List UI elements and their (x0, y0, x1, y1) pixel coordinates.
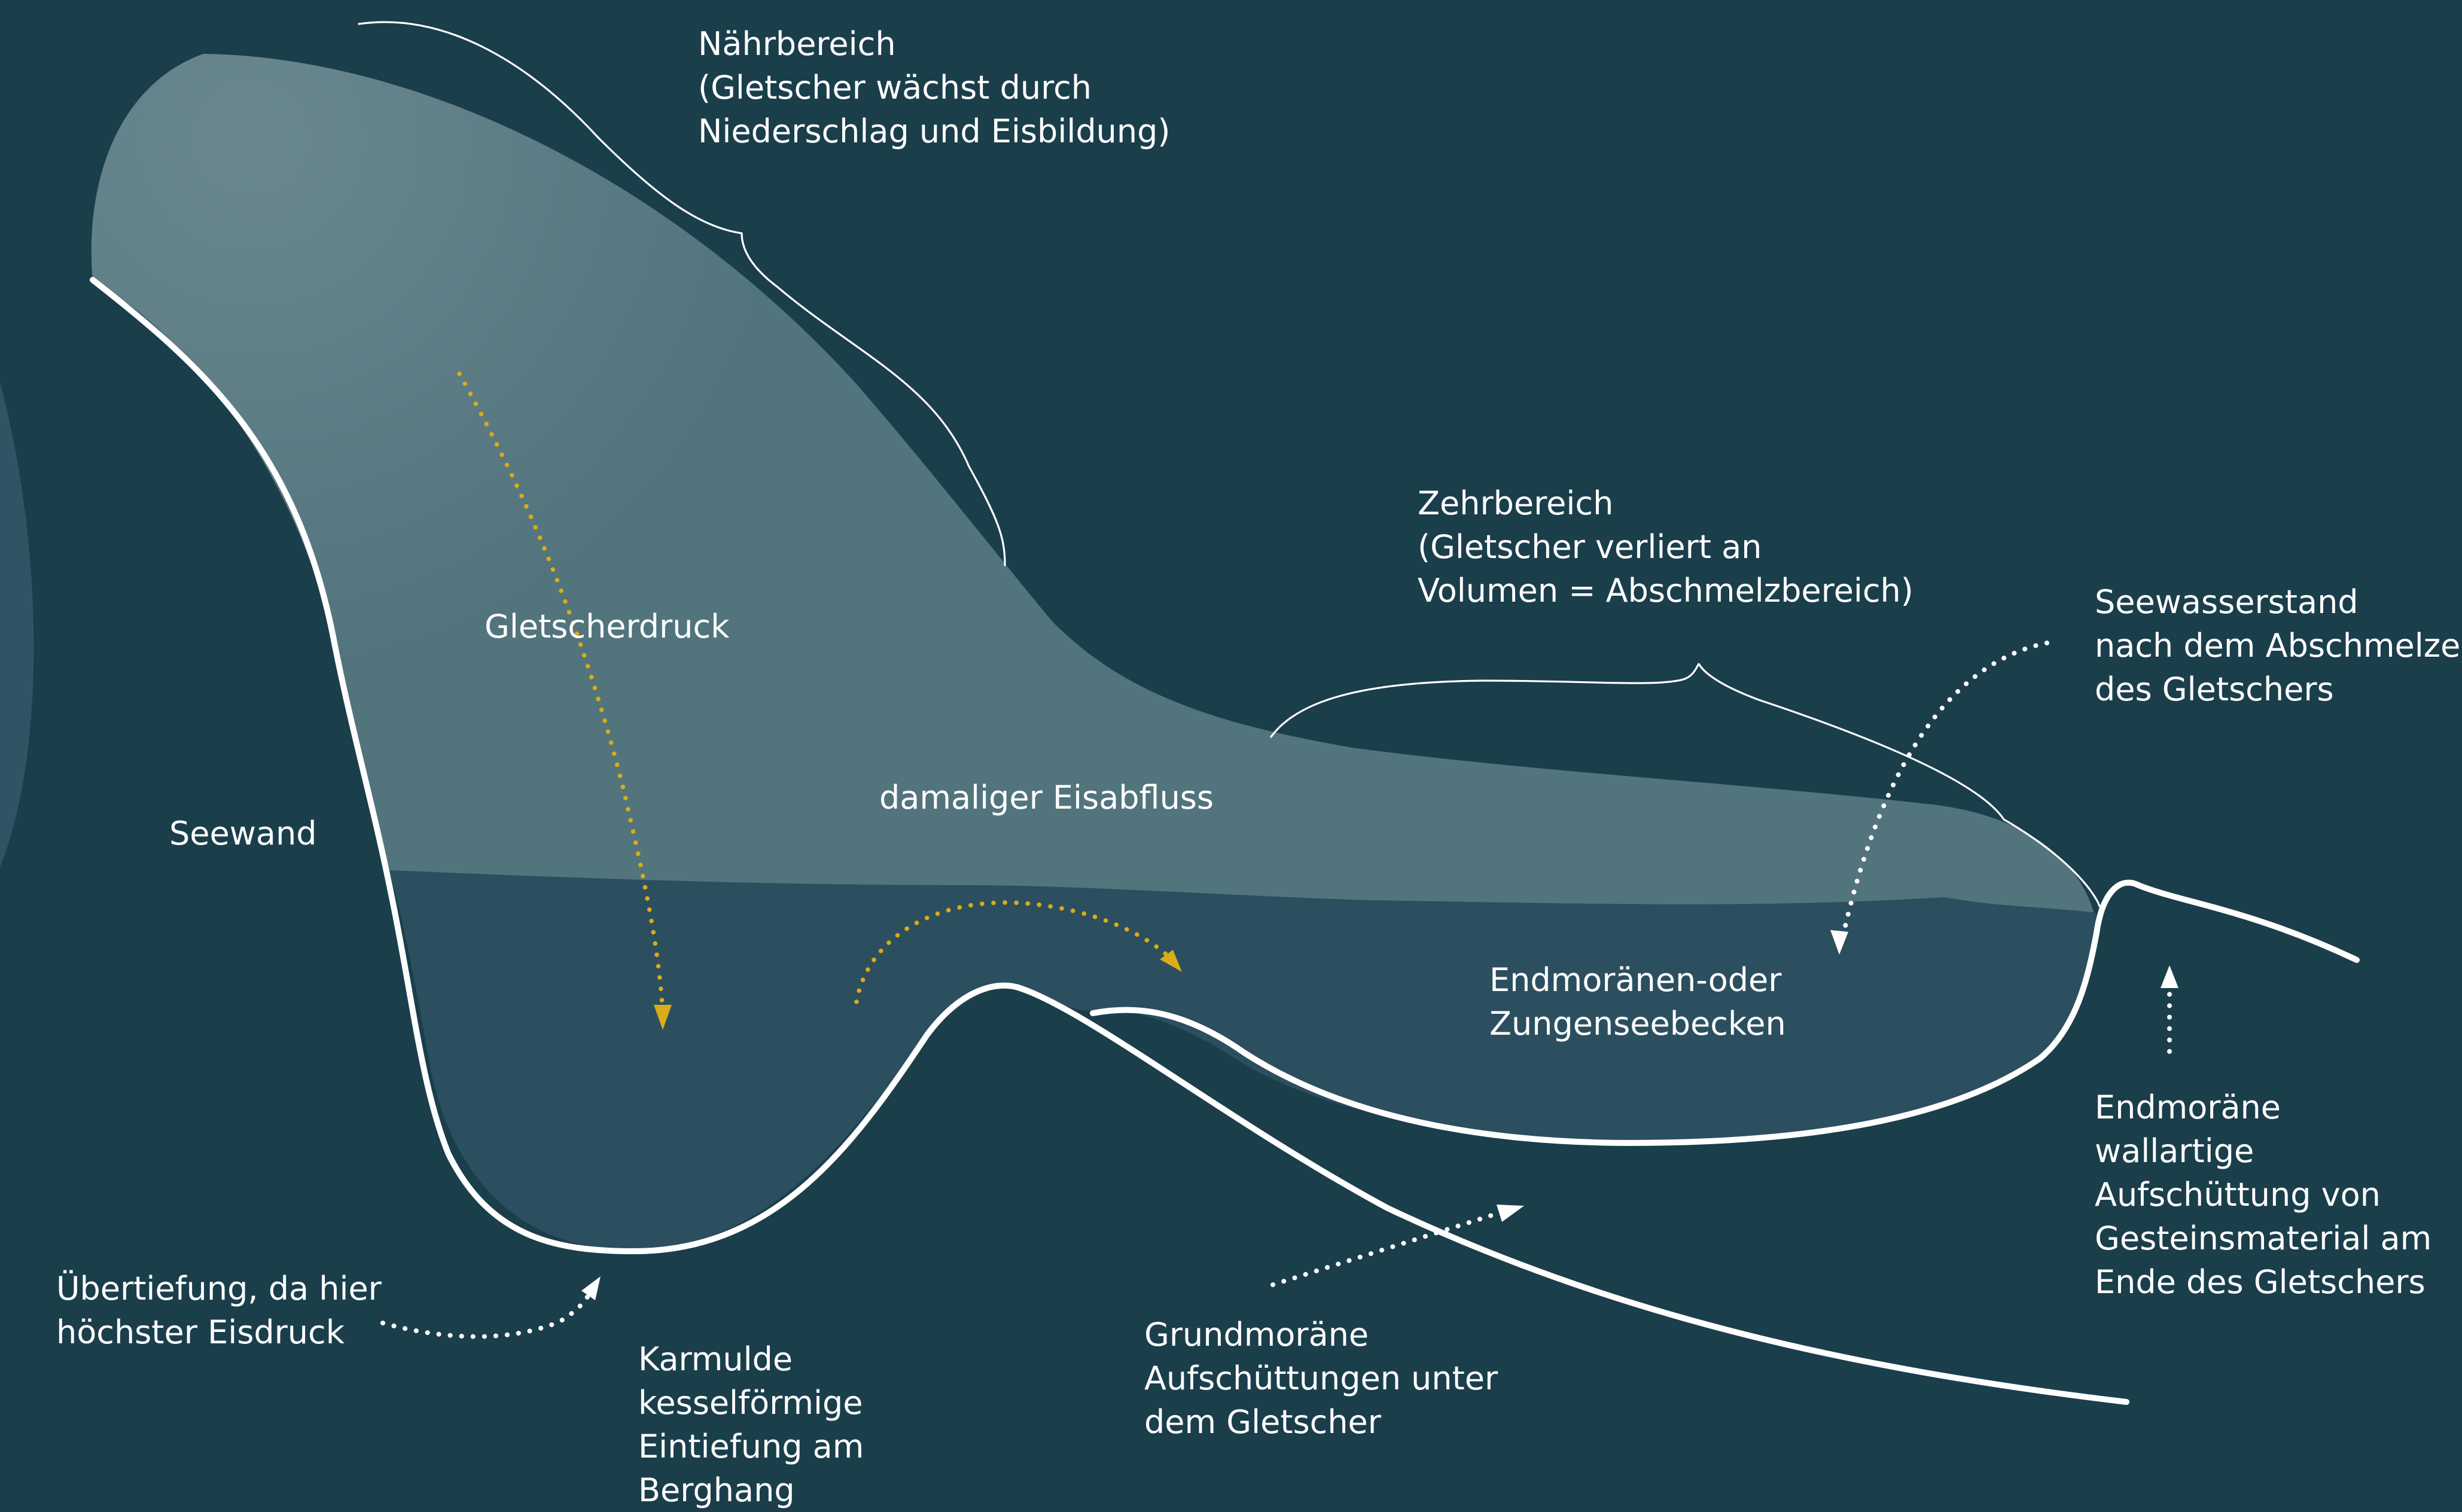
karmulde-title: Karmulde (638, 1340, 793, 1378)
seewand-text: Seewand (169, 815, 317, 852)
grundmoraene-title: Grundmoräne (1144, 1316, 1369, 1354)
uebertiefung-line-2: höchster Eisdruck (56, 1313, 345, 1351)
uebertiefung-arrowhead (581, 1276, 601, 1300)
uebertiefung-label: Übertiefung, da hier höchster Eisdruck (56, 1267, 382, 1354)
seewasserstand-label: Seewasserstand nach dem Abschmelzen des … (2095, 580, 2462, 711)
uebertiefung-arrow (380, 1294, 590, 1339)
grundmoraene-arrow (1270, 1212, 1498, 1287)
seewand-label: Seewand (169, 812, 316, 855)
grundmoraene-line-2: Aufschüttungen unter (1144, 1359, 1498, 1397)
seewasserstand-arrow (1840, 641, 2049, 941)
eisabfluss-arrowhead (1160, 950, 1182, 972)
glacier-highlight (91, 54, 1053, 885)
naehrbereich-bracket (358, 21, 1006, 566)
gletscherdruck-text: Gletscherdruck (485, 608, 730, 645)
naehrbereich-line-3: Niederschlag und Eisbildung) (698, 112, 1171, 150)
grundmoraene-arrowhead (1497, 1205, 1524, 1222)
grundmoraene-line-3: dem Gletscher (1144, 1403, 1381, 1441)
karmulde-line-3: Eintiefung am (638, 1428, 864, 1465)
gletscherdruck-label: Gletscherdruck (485, 605, 729, 648)
zungenseebecken-line-1: Endmoränen-oder (1489, 961, 1782, 999)
terrain-profile-left (90, 277, 2129, 1405)
karmulde-label: Karmulde kesselförmige Eintiefung am Ber… (638, 1337, 864, 1512)
grundmoraene-label: Grundmoräne Aufschüttungen unter dem Gle… (1144, 1313, 1498, 1444)
endmoraene-title: Endmoräne (2095, 1089, 2281, 1126)
endmoraene-line-4: Gesteinsmaterial am (2095, 1220, 2432, 1257)
endmoraene-arrowhead (2161, 965, 2178, 988)
naehrbereich-label: Nährbereich (Gletscher wächst durch Nied… (698, 22, 1170, 153)
cirque-basin-fill (389, 870, 2097, 1250)
endmoraene-line-2: wallartige (2095, 1132, 2254, 1170)
naehrbereich-title: Nährbereich (698, 25, 896, 63)
endmoraene-label: Endmoräne wallartige Aufschüttung von Ge… (2095, 1086, 2431, 1304)
eisabfluss-label: damaliger Eisabfluss (879, 776, 1214, 819)
endmoraene-line-3: Aufschüttung von (2095, 1176, 2381, 1214)
zehrbereich-line-3: Volumen = Abschmelzbereich) (1418, 572, 1913, 609)
eisabfluss-arrow (854, 900, 1178, 1004)
seewasserstand-line-1: Seewasserstand (2095, 583, 2359, 621)
naehrbereich-line-2: (Gletscher wächst durch (698, 69, 1092, 106)
zungenseebecken-label: Endmoränen-oder Zungenseebecken (1489, 958, 1786, 1045)
terrain-profile-right (1090, 879, 2360, 1146)
seewasserstand-line-3: des Gletschers (2095, 670, 2334, 708)
karmulde-line-4: Berghang (638, 1471, 795, 1509)
left-edge-shape (0, 383, 34, 867)
zehrbereich-label: Zehrbereich (Gletscher verliert an Volum… (1418, 481, 1913, 612)
seewasserstand-line-2: nach dem Abschmelzen (2095, 627, 2462, 664)
zehrbereich-title: Zehrbereich (1418, 484, 1614, 522)
zungenseebecken-line-2: Zungenseebecken (1489, 1005, 1786, 1042)
endmoraene-line-5: Ende des Gletschers (2095, 1263, 2426, 1301)
eisabfluss-text: damaliger Eisabfluss (879, 779, 1214, 816)
gletscherdruck-arrowhead (654, 1005, 672, 1030)
seewasserstand-arrowhead (1830, 930, 1848, 955)
karmulde-line-2: kesselförmige (638, 1384, 863, 1422)
zehrbereich-line-2: (Gletscher verliert an (1418, 528, 1762, 566)
uebertiefung-line-1: Übertiefung, da hier (56, 1270, 382, 1307)
zehrbereich-bracket (1270, 663, 2101, 907)
